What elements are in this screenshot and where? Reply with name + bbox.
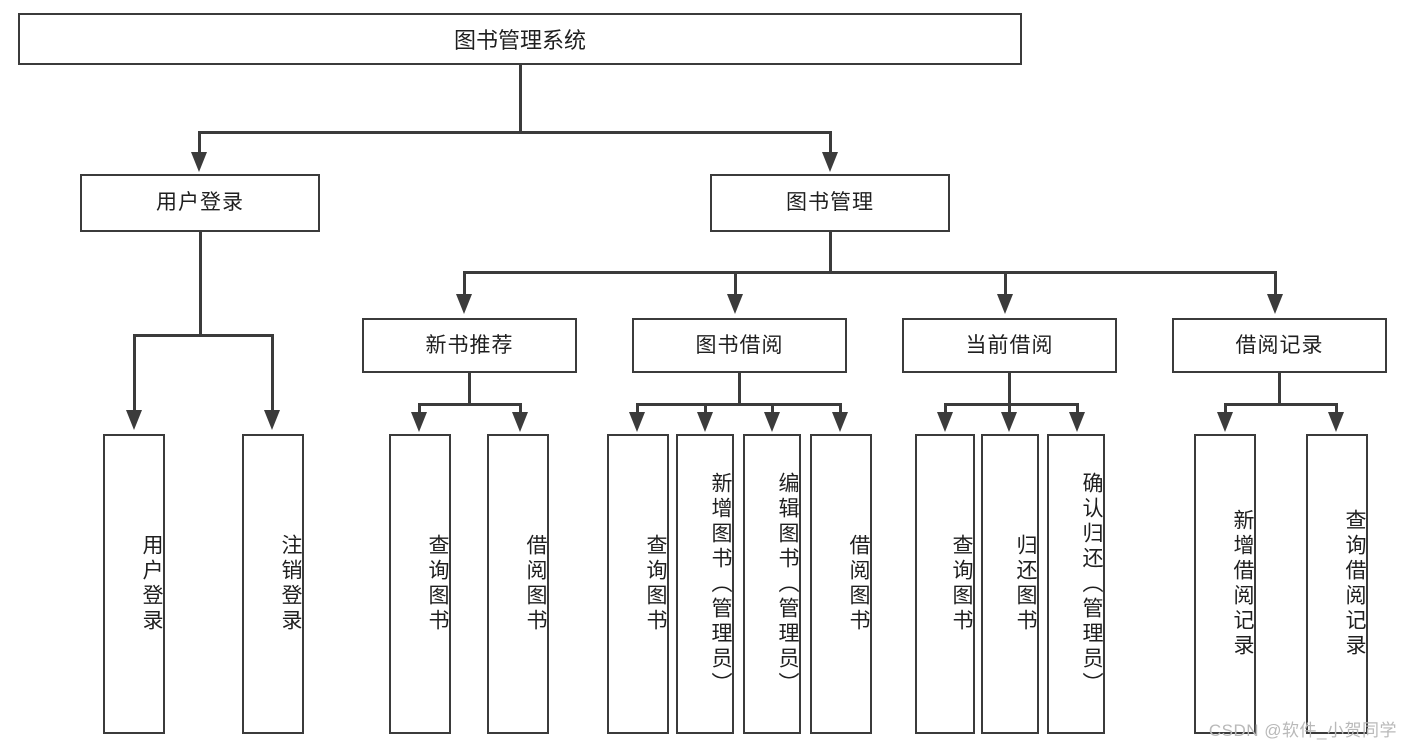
edge-user-login-to-leaf-1: [271, 334, 274, 412]
arrow-br-to-leaf-0: [1217, 412, 1233, 432]
node-label: 查询图书: [644, 534, 667, 634]
node-current-borrow[interactable]: 当前借阅: [902, 318, 1117, 373]
arrow-bm-to-borrow-record: [1267, 294, 1283, 314]
arrow-bb-to-leaf-1: [697, 412, 713, 432]
node-label: 图书管理系统: [453, 28, 586, 53]
edge-root-bar: [198, 131, 832, 134]
leaf-nbr-query-book[interactable]: 查询图书: [389, 434, 451, 734]
edge-bb-to-leaf-2: [771, 403, 774, 415]
edge-cb-to-leaf-2: [1076, 403, 1079, 415]
arrow-bm-to-book-borrow: [727, 294, 743, 314]
node-borrow-record[interactable]: 借阅记录: [1172, 318, 1387, 373]
edge-br-to-leaf-1: [1335, 403, 1338, 415]
leaf-cb-confirm-return-admin[interactable]: 确认归还（管理员）: [1047, 434, 1105, 734]
leaf-cb-return-book[interactable]: 归还图书: [981, 434, 1039, 734]
node-label: 图书借阅: [695, 333, 784, 357]
arrow-cb-to-leaf-1: [1001, 412, 1017, 432]
edge-br-to-leaf-0: [1224, 403, 1227, 415]
edge-root-stem: [519, 65, 522, 133]
arrow-bm-to-current-borrow: [997, 294, 1013, 314]
leaf-user-login-login[interactable]: 用户登录: [103, 434, 165, 734]
node-user-login[interactable]: 用户登录: [80, 174, 320, 232]
edge-br-stem: [1278, 373, 1281, 405]
arrow-bb-to-leaf-2: [764, 412, 780, 432]
edge-user-login-bar: [133, 334, 273, 337]
node-label: 图书管理: [786, 191, 874, 215]
edge-nbr-to-leaf-0: [418, 403, 421, 415]
arrow-user-login-to-leaf-0: [126, 410, 142, 430]
arrow-bb-to-leaf-3: [832, 412, 848, 432]
edge-cb-stem: [1008, 373, 1011, 405]
node-book-management[interactable]: 图书管理: [710, 174, 950, 232]
node-book-borrow[interactable]: 图书借阅: [632, 318, 847, 373]
edge-bb-stem: [738, 373, 741, 405]
leaf-bb-borrow-book[interactable]: 借阅图书: [810, 434, 872, 734]
node-label: 编辑图书（管理员）: [776, 471, 799, 697]
leaf-nbr-borrow-book[interactable]: 借阅图书: [487, 434, 549, 734]
edge-br-bar: [1224, 403, 1338, 406]
node-label: 新书推荐: [425, 333, 514, 357]
edge-nbr-bar: [418, 403, 522, 406]
arrow-nbr-to-leaf-0: [411, 412, 427, 432]
node-label: 新增借阅记录: [1231, 509, 1254, 659]
node-label: 借阅图书: [847, 534, 870, 634]
node-label: 当前借阅: [965, 333, 1054, 357]
edge-bm-to-current-borrow: [1004, 271, 1007, 297]
edge-bm-to-book-borrow: [734, 271, 737, 297]
edge-nbr-stem: [468, 373, 471, 405]
edge-book-management-stem: [829, 232, 832, 274]
arrow-user-login-to-leaf-1: [264, 410, 280, 430]
node-label: 查询图书: [426, 534, 449, 634]
arrow-cb-to-leaf-2: [1069, 412, 1085, 432]
node-label: 查询借阅记录: [1343, 509, 1366, 659]
node-label: 注销登录: [279, 534, 302, 634]
node-label: 确认归还（管理员）: [1080, 471, 1103, 697]
node-label: 用户登录: [140, 534, 163, 634]
edge-bm-to-new-book: [463, 271, 466, 297]
edge-bb-to-leaf-0: [636, 403, 639, 415]
arrow-nbr-to-leaf-1: [512, 412, 528, 432]
node-label: 新增图书（管理员）: [709, 471, 732, 697]
node-new-book-recommend[interactable]: 新书推荐: [362, 318, 577, 373]
edge-cb-to-leaf-0: [944, 403, 947, 415]
edge-bb-bar: [636, 403, 842, 406]
edge-bb-to-leaf-1: [704, 403, 707, 415]
edge-user-login-to-leaf-0: [133, 334, 136, 412]
edge-book-management-bar: [463, 271, 1277, 274]
edge-nbr-to-leaf-1: [519, 403, 522, 415]
edge-root-to-book-management: [829, 131, 832, 155]
node-label: 用户登录: [156, 191, 244, 215]
edge-cb-bar: [944, 403, 1079, 406]
leaf-bb-query-book[interactable]: 查询图书: [607, 434, 669, 734]
leaf-user-login-logout[interactable]: 注销登录: [242, 434, 304, 734]
edge-bm-to-borrow-record: [1274, 271, 1277, 297]
leaf-cb-query-book[interactable]: 查询图书: [915, 434, 975, 734]
arrow-root-to-user-login: [191, 152, 207, 172]
leaf-br-add-record[interactable]: 新增借阅记录: [1194, 434, 1256, 734]
leaf-br-query-record[interactable]: 查询借阅记录: [1306, 434, 1368, 734]
arrow-cb-to-leaf-0: [937, 412, 953, 432]
node-label: 借阅图书: [524, 534, 547, 634]
arrow-br-to-leaf-1: [1328, 412, 1344, 432]
edge-cb-to-leaf-1: [1008, 403, 1011, 415]
edge-user-login-stem: [199, 232, 202, 336]
arrow-bm-to-new-book: [456, 294, 472, 314]
node-label: 归还图书: [1014, 534, 1037, 634]
node-label: 查询图书: [950, 534, 973, 634]
edge-root-to-user-login: [198, 131, 201, 155]
arrow-root-to-book-management: [822, 152, 838, 172]
node-label: 借阅记录: [1235, 333, 1324, 357]
leaf-bb-edit-book-admin[interactable]: 编辑图书（管理员）: [743, 434, 801, 734]
node-root-book-management-system[interactable]: 图书管理系统: [18, 13, 1022, 65]
edge-bb-to-leaf-3: [839, 403, 842, 415]
arrow-bb-to-leaf-0: [629, 412, 645, 432]
leaf-bb-add-book-admin[interactable]: 新增图书（管理员）: [676, 434, 734, 734]
